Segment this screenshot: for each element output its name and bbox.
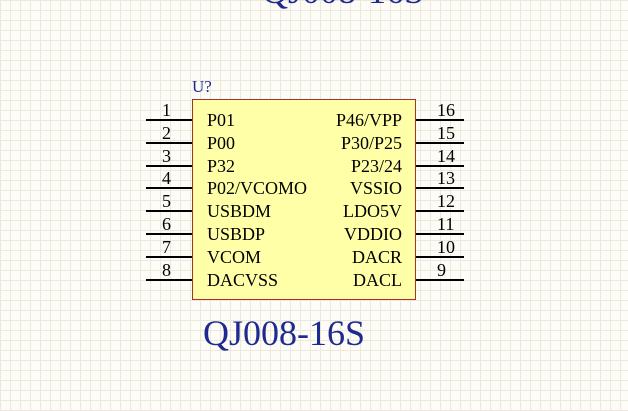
pin-number-11: 11 [437, 214, 455, 234]
pin-number-14: 14 [437, 145, 455, 166]
pin-label-10: DACR [351, 246, 402, 267]
pin-left-6[interactable] [146, 233, 192, 235]
pin-left-2[interactable] [146, 141, 192, 144]
pin-label-4: P02/VCOMO [207, 178, 308, 199]
pin-right-15[interactable] [416, 141, 464, 144]
pin-left-7[interactable] [146, 255, 192, 258]
pin-number-12: 12 [437, 191, 455, 212]
pin-left-8[interactable] [146, 278, 192, 281]
pin-right-11[interactable] [416, 233, 464, 235]
pin-label-15: P30/P25 [340, 132, 402, 153]
pin-right-13[interactable] [416, 187, 464, 190]
pin-right-14[interactable] [416, 164, 464, 167]
pin-label-14: P23/24 [350, 155, 402, 176]
pin-left-1[interactable] [146, 119, 192, 121]
pin-right-10[interactable] [416, 255, 464, 258]
pin-label-7: VCOM [207, 246, 262, 267]
pin-label-9: DACL [353, 269, 402, 290]
pin-label-16: P46/VPP [335, 110, 402, 130]
pin-right-9[interactable] [416, 278, 464, 281]
pin-number-6: 6 [162, 214, 171, 234]
chip-body[interactable] [192, 99, 416, 300]
pin-label-12: LDO5V [343, 201, 402, 222]
pin-label-6: USBDP [207, 224, 266, 244]
pin-label-3: P32 [207, 155, 236, 176]
pin-right-12[interactable] [416, 210, 464, 213]
pin-number-16: 16 [437, 100, 455, 120]
component-name-top: QJ008-16S [262, 0, 424, 12]
pin-left-3[interactable] [146, 164, 192, 167]
pin-number-8: 8 [162, 259, 171, 280]
pin-label-11: VDDIO [344, 224, 402, 244]
pin-label-8: DACVSS [207, 269, 279, 290]
component-part-name: QJ008-16S [203, 313, 366, 353]
pin-number-4: 4 [162, 168, 171, 189]
designator-label: U? [192, 77, 212, 96]
pin-number-9: 9 [437, 259, 446, 280]
pin-label-13: VSSIO [349, 178, 402, 199]
pin-number-5: 5 [162, 191, 171, 212]
pin-number-15: 15 [437, 122, 455, 143]
pin-label-5: USBDM [207, 201, 272, 222]
pin-number-13: 13 [437, 168, 455, 189]
pin-number-2: 2 [162, 122, 171, 143]
pin-label-1: P01 [207, 110, 236, 130]
pin-number-3: 3 [162, 145, 171, 166]
pin-number-1: 1 [162, 100, 171, 120]
pin-left-5[interactable] [146, 210, 192, 213]
pin-label-2: P00 [207, 132, 236, 153]
pin-right-16[interactable] [416, 119, 464, 121]
pin-number-7: 7 [162, 236, 171, 257]
pin-left-4[interactable] [146, 187, 192, 190]
pin-number-10: 10 [437, 236, 455, 257]
